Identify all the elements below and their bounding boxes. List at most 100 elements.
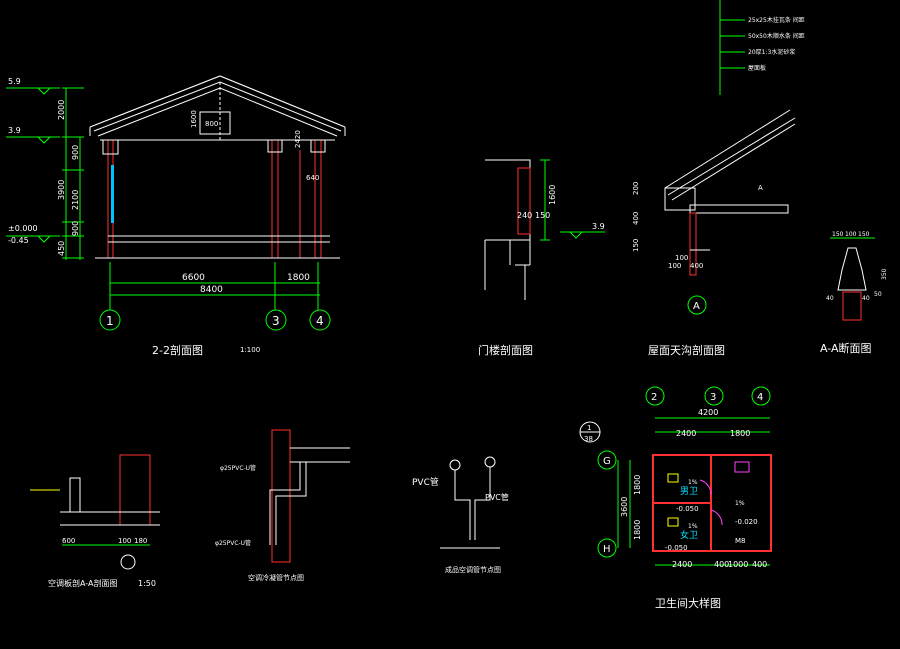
- door-dim-150: 150: [535, 211, 550, 220]
- axis-1: 1: [106, 314, 114, 328]
- toilet-ldim-1800a: 1800: [633, 475, 642, 495]
- eave-callout-2: 50x50木顺水条 间距: [748, 32, 805, 40]
- eave-dim-400b: 400: [690, 262, 703, 270]
- toilet-ldim-3600: 3600: [620, 497, 629, 517]
- aa-dim-50: 50: [874, 291, 882, 298]
- horizontal-dimensions: 6600 1800 8400: [109, 262, 320, 310]
- detail-aa-dim-100: 100: [118, 537, 131, 545]
- eave-section-marker: A: [758, 184, 763, 192]
- title-detail-pvc: 成品空调管节点图: [445, 565, 501, 574]
- eave-dim-100a: 100: [675, 254, 688, 262]
- eave-callout-1: 25x25木挂瓦条 间距: [748, 16, 805, 24]
- slope-3: 1%: [688, 523, 698, 530]
- roof-dim-800: 800: [205, 120, 218, 128]
- detail-ac-board: 600 100 180 空调板剖A-A剖面图 1:50: [30, 454, 160, 588]
- hdim-1800: 1800: [287, 273, 310, 283]
- toilet-axis-4: 4: [757, 392, 763, 403]
- door-dim-240: 240: [517, 211, 532, 220]
- window-left: [111, 165, 114, 223]
- toilet-axis-2: 2: [651, 392, 657, 403]
- roof-dim-1600: 1600: [190, 110, 198, 128]
- eave-dim-400: 400: [632, 212, 640, 225]
- detail-aa-dim-600: 600: [62, 537, 75, 545]
- aa-dim-150b: 150: [858, 231, 870, 238]
- ref-tag: 1: [587, 424, 591, 432]
- room-female: 女卫: [680, 529, 698, 541]
- vdim-450: 450: [57, 241, 66, 256]
- title-detail-aa: 空调板剖A-A剖面图: [48, 578, 117, 588]
- detail-condensate-pipe: φ25PVC-U管 φ25PVC-U管 空调冷凝管节点图: [215, 429, 350, 582]
- door-tag-m8: M8: [735, 537, 746, 545]
- door-section: 1600 240 150 3.9 门楼剖面图: [478, 159, 605, 357]
- aa-section: 150 100 150 350 40 40 50 A-A断面图: [820, 231, 888, 355]
- toilet-reference: 1 38: [579, 421, 601, 443]
- toilet-axis-g: G: [603, 456, 611, 467]
- aa-dim-100: 100: [845, 231, 857, 238]
- eave-dim-200: 200: [632, 182, 640, 195]
- detail-aa-dim-180: 180: [134, 537, 147, 545]
- vdim-2100: 2100: [71, 190, 80, 210]
- hdim-6600: 6600: [182, 273, 205, 283]
- eave-axis-a: A: [693, 301, 700, 312]
- vdim-2000: 2000: [57, 100, 66, 120]
- door-elev: 3.9: [592, 222, 605, 231]
- toilet-dim-4200: 4200: [698, 408, 718, 417]
- toilet-plan: 2 3 4 G H 4200 2400 1800 2400 400 1000 4…: [579, 386, 772, 610]
- axis-bubbles: 1 3 4: [99, 309, 331, 331]
- title-section-22: 2-2剖面图: [152, 343, 203, 357]
- walls: [95, 139, 340, 259]
- toilet-bdim-400a: 400: [714, 560, 729, 569]
- roof-dim-640: 640: [306, 174, 319, 182]
- slope-1: 1%: [688, 479, 698, 486]
- elev-0: ±0.000: [8, 224, 38, 233]
- roof-dim-2420: 2420: [294, 130, 302, 148]
- ref-sheet: 38: [584, 435, 593, 443]
- eave-dim-150: 150: [632, 239, 640, 252]
- title-detail-pipe: 空调冷凝管节点图: [248, 573, 304, 582]
- room-male: 男卫: [680, 486, 698, 497]
- eave-callouts: 25x25木挂瓦条 间距 50x50木顺水条 间距 20厚1:3水泥砂浆 屋面板: [720, 16, 805, 72]
- toilet-bdim-400b: 400: [752, 560, 767, 569]
- eave-dim-100b: 100: [668, 262, 681, 270]
- hdim-8400: 8400: [200, 285, 223, 295]
- level-male: -0.050: [676, 505, 699, 513]
- title-aa-section: A-A断面图: [820, 341, 872, 355]
- door-dim-1600: 1600: [548, 185, 557, 205]
- title-toilet-plan: 卫生间大样图: [655, 596, 721, 610]
- slope-2: 1%: [735, 500, 745, 507]
- toilet-dim-2400: 2400: [676, 429, 696, 438]
- elev-3.9: 3.9: [8, 126, 21, 135]
- level-female: -0.050: [665, 544, 688, 552]
- vertical-dimensions: 2000 900 3900 2100 900 450: [57, 87, 84, 260]
- aa-dim-350: 350: [881, 268, 888, 280]
- toilet-dims: 4200 2400 1800 2400 400 1000 400 1800 36…: [617, 408, 770, 569]
- toilet-bdim-2400: 2400: [672, 560, 692, 569]
- toilet-walls: [652, 454, 772, 552]
- aa-dim-150a: 150: [832, 231, 844, 238]
- eave-section: 25x25木挂瓦条 间距 50x50木顺水条 间距 20厚1:3水泥砂浆 屋面板…: [632, 0, 805, 357]
- toilet-axis-3: 3: [710, 392, 716, 403]
- axis-3: 3: [272, 314, 280, 328]
- aa-dim-40a: 40: [826, 295, 834, 302]
- eave-callout-3: 20厚1:3水泥砂浆: [748, 48, 795, 56]
- elevation-markers: 5.9 3.9 ±0.000 -0.45: [6, 77, 60, 245]
- scale-section-22: 1:100: [240, 346, 260, 354]
- elev-5.9: 5.9: [8, 77, 21, 86]
- vdim-3900: 3900: [57, 180, 66, 200]
- axis-4: 4: [316, 314, 324, 328]
- scale-detail-aa: 1:50: [138, 579, 156, 588]
- aa-dim-40b: 40: [862, 295, 870, 302]
- pipe-label-2: φ25PVC-U管: [215, 539, 251, 547]
- toilet-bdim-1000: 1000: [728, 560, 748, 569]
- section-2-2: 5.9 3.9 ±0.000 -0.45 2000 900 3900 2100 …: [6, 75, 346, 357]
- title-eave-section: 屋面天沟剖面图: [648, 343, 725, 357]
- roof-profile: 1600 800 2420 640: [89, 75, 346, 182]
- vdim-900b: 900: [71, 221, 80, 236]
- toilet-dim-1800: 1800: [730, 429, 750, 438]
- eave-callout-4: 屋面板: [748, 64, 766, 72]
- vdim-900a: 900: [71, 145, 80, 160]
- pvc-label-1: PVC管: [412, 476, 439, 488]
- pipe-label-1: φ25PVC-U管: [220, 464, 256, 472]
- level-right: -0.020: [735, 518, 758, 526]
